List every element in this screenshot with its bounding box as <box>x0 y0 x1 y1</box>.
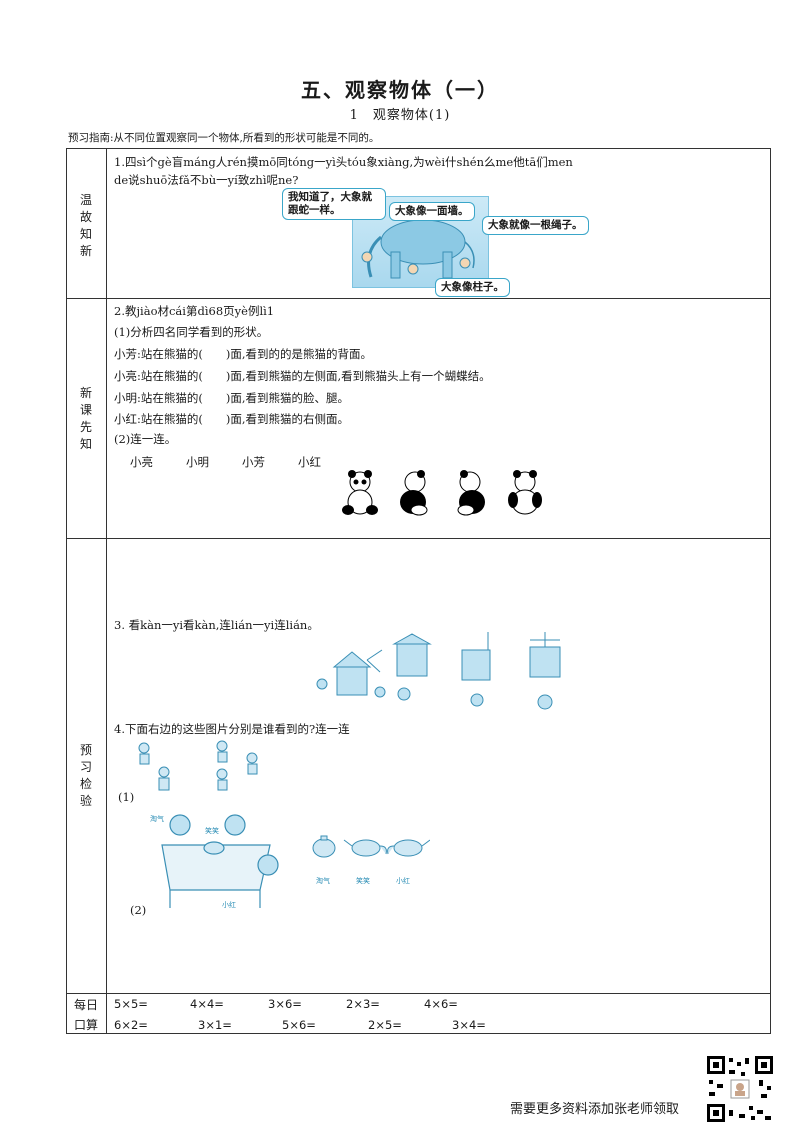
question-4-part-1: (1) <box>118 790 135 804</box>
math-item: 5×5= <box>114 997 148 1011</box>
kid-label-taoqi: 淘气 <box>150 815 164 823</box>
kid-label-xiaoxiao: 笑笑 <box>205 827 219 835</box>
question-1-line-1: 1.四sì个gè盲máng人rén摸mō同tóng一yì头tóu象xiàng,为… <box>114 155 573 169</box>
math-item: 4×4= <box>190 997 224 1011</box>
question-3: 3. 看kàn一yi看kàn,连lián一yi连lián。 <box>114 618 319 632</box>
section-label-preview: 预习检验 <box>79 743 92 808</box>
row-divider <box>66 993 771 994</box>
name-xiaoliang[interactable]: 小亮 <box>130 455 153 469</box>
windmill-house-icon[interactable] <box>312 632 572 717</box>
math-item: 6×2= <box>114 1018 148 1032</box>
question-2-part-2: (2)连一连。 <box>114 432 177 446</box>
speech-bubble-rope: 大象就像一根绳子。 <box>482 216 589 235</box>
row-divider <box>66 538 771 539</box>
worksheet-table <box>66 148 771 1034</box>
teapot-label-xiaohong: 小红 <box>396 877 410 885</box>
teapot-views-icon[interactable] <box>310 830 430 862</box>
question-4: 4.下面右边的这些图片分别是谁看到的?连一连 <box>114 722 350 736</box>
question-2-xiaoming: 小明:站在熊猫的( )面,看到熊猫的脸、腿。 <box>114 391 350 405</box>
name-xiaoming[interactable]: 小明 <box>186 455 209 469</box>
name-xiaofang[interactable]: 小芳 <box>242 455 265 469</box>
math-item: 3×4= <box>452 1018 486 1032</box>
teapot-label-xiaoxiao: 笑笑 <box>356 877 370 885</box>
column-divider <box>106 148 107 1034</box>
speech-bubble-wall: 大象像一面墙。 <box>389 202 475 221</box>
teapot-label-taoqi: 淘气 <box>316 877 330 885</box>
question-1-line-2: de说shuō法fǎ不bù一yí致zhì呢ne? <box>114 173 299 187</box>
section-label-daily: 每日口算 <box>73 998 98 1032</box>
math-item: 2×5= <box>368 1018 402 1032</box>
question-2-title: 2.教jiào材cái第dì68页yè例lì1 <box>114 304 275 318</box>
qr-code-icon[interactable] <box>705 1054 775 1124</box>
question-2-xiaohong: 小红:站在熊猫的( )面,看到熊猫的右侧面。 <box>114 412 350 426</box>
page-title: 五、观察物体（一） <box>301 78 499 102</box>
math-item: 2×3= <box>346 997 380 1011</box>
small-figures-icon[interactable] <box>134 740 264 795</box>
children-at-table-illustration <box>161 814 279 908</box>
math-item: 3×1= <box>198 1018 232 1032</box>
math-item: 4×6= <box>424 997 458 1011</box>
section-label-review: 温故知新 <box>79 193 92 258</box>
panda-views-icon[interactable] <box>330 465 550 520</box>
lesson-subtitle: 1 观察物体(1) <box>349 108 451 123</box>
preview-guide: 预习指南:从不同位置观察同一个物体,所看到的形状可能是不同的。 <box>68 132 380 144</box>
question-2-part-1: (1)分析四名同学看到的形状。 <box>114 325 269 339</box>
question-2-xiaoliang: 小亮:站在熊猫的( )面,看到熊猫的左侧面,看到熊猫头上有一个蝴蝶结。 <box>114 369 491 383</box>
speech-bubble-pillar: 大象像柱子。 <box>435 278 510 297</box>
row-divider <box>66 298 771 299</box>
name-xiaohong[interactable]: 小红 <box>298 455 321 469</box>
question-4-part-2: (2) <box>130 903 147 917</box>
math-item: 3×6= <box>268 997 302 1011</box>
question-2-xiaofang: 小芳:站在熊猫的( )面,看到的的是熊猫的背面。 <box>114 347 373 361</box>
section-label-new: 新课先知 <box>79 386 92 451</box>
speech-bubble-snake: 我知道了，大象就跟蛇一样。 <box>282 188 386 220</box>
footer-note: 需要更多资料添加张老师领取 <box>510 1102 680 1117</box>
elephant-icon <box>361 219 475 279</box>
math-item: 5×6= <box>282 1018 316 1032</box>
kid-label-xiaohong: 小红 <box>222 901 236 909</box>
